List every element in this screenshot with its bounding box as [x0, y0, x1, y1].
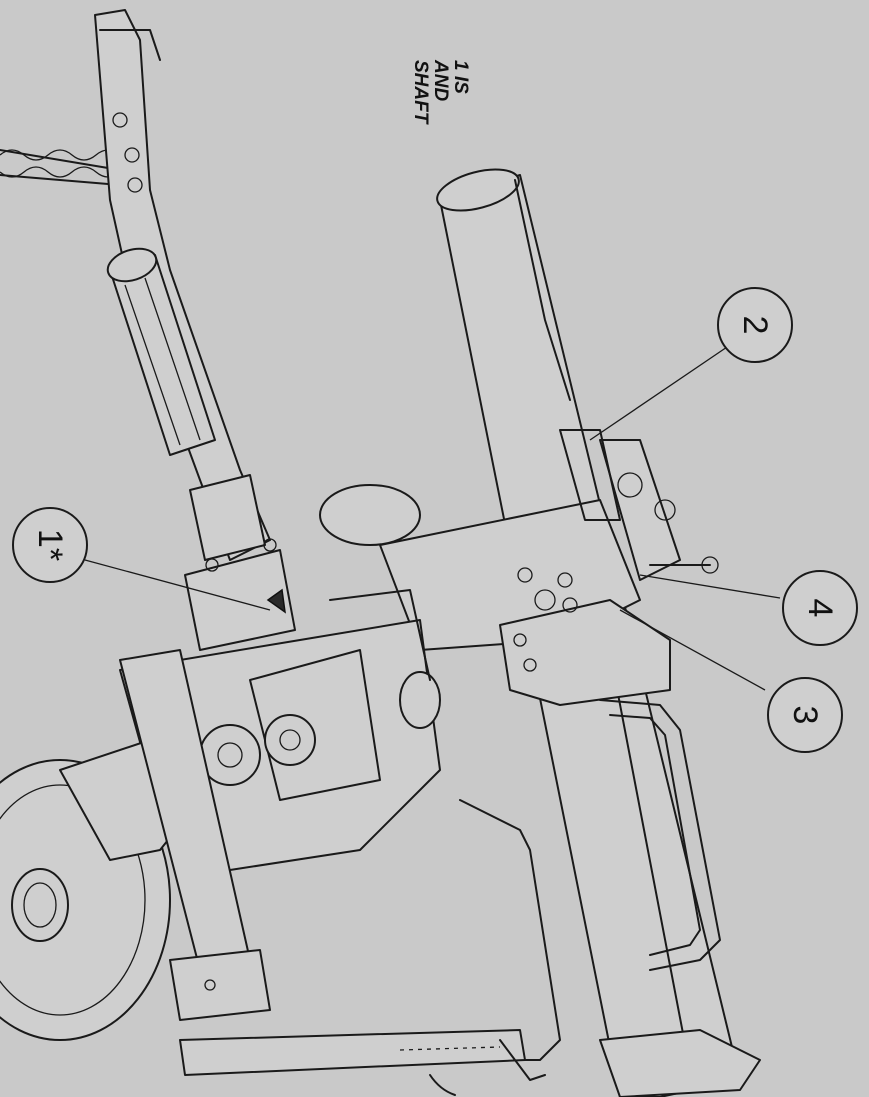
callout-2: 2 [717, 287, 793, 363]
callout-3-label: 3 [786, 706, 824, 725]
handle [459, 699, 721, 1061]
callout-4: 4 [782, 570, 858, 646]
tow-chain [0, 149, 121, 186]
callout-4-label: 4 [801, 599, 839, 618]
pump-box [184, 474, 296, 651]
hydraulic-tank [106, 247, 216, 456]
bottom-rail [179, 1029, 546, 1096]
callout-1-label: 1* [31, 529, 69, 561]
leader-lines [84, 344, 781, 691]
callout-1: 1* [12, 507, 88, 583]
callout-2-label: 2 [736, 316, 774, 335]
foot-plate [599, 1029, 761, 1097]
frame-leg [119, 649, 271, 1021]
control-valve [559, 429, 719, 581]
callout-3: 3 [767, 677, 843, 753]
